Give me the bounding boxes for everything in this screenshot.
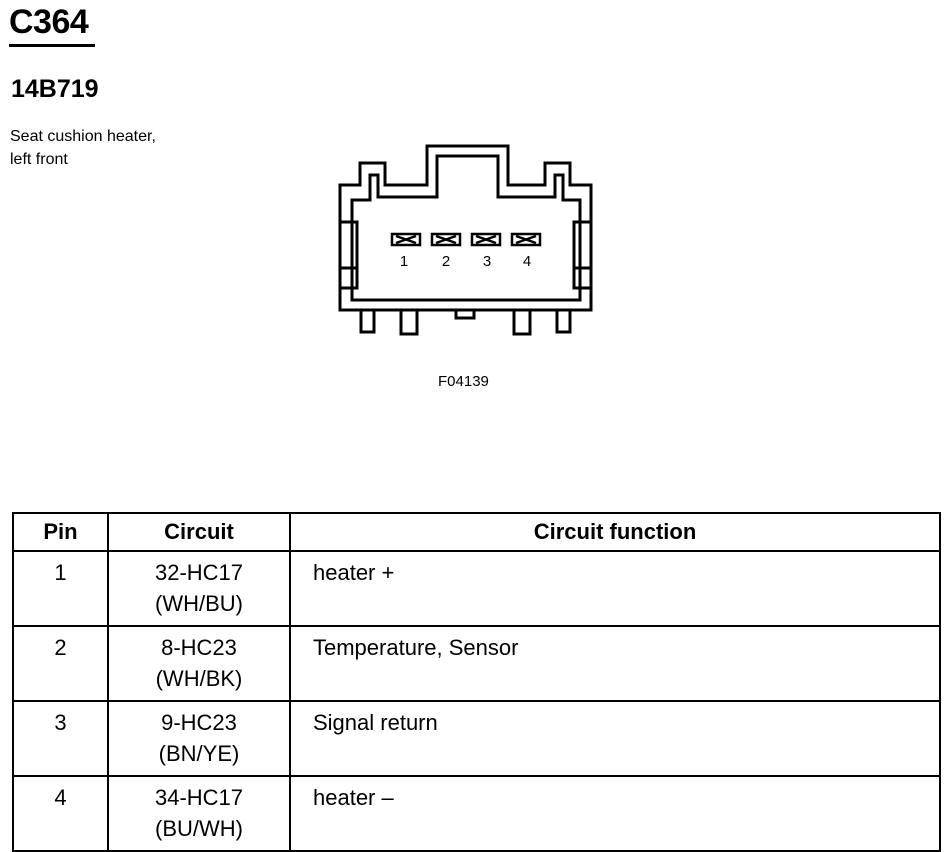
right-latch-lower [572,266,593,290]
bottom-key [454,308,476,320]
circuit-cell: 8-HC23 (WH/BK) [107,625,291,702]
left-latch [338,220,359,270]
table-header-row: Pin Circuit Circuit function [12,512,941,552]
circuit-code: 32-HC17 [154,560,244,585]
header-circuit-function: Circuit function [289,512,941,552]
table-row: 3 9-HC23 (BN/YE) Signal return [12,700,941,777]
circuit-cell: 34-HC17 (BU/WH) [107,775,291,852]
pin-cavity-3 [470,232,502,247]
circuit-code: 9-HC23 [161,710,237,735]
bottom-tab-4 [555,308,572,334]
bottom-tab-3 [512,308,532,336]
circuit-cell: 32-HC17 (WH/BU) [107,550,291,627]
housing-outer-outline [338,144,593,312]
wire-color: (WH/BU) [155,591,243,616]
pin-cell: 3 [12,700,109,777]
circuit-code: 34-HC17 [154,785,244,810]
connector-id: C364 [9,3,89,41]
pin-cell: 2 [12,625,109,702]
pin-label-1: 1 [400,253,408,270]
pin-label-2: 2 [442,253,450,270]
circuit-cell: 9-HC23 (BN/YE) [107,700,291,777]
housing-inner-outline [350,154,582,302]
left-latch-lower [338,266,359,290]
connector-id-underline [9,44,95,47]
bottom-tab-1 [359,308,376,334]
pin-cavity-1 [390,232,422,247]
pin-cavity-4 [510,232,542,247]
description-line-1: Seat cushion heater, [10,128,156,145]
part-number: 14B719 [11,75,99,103]
wire-color: (BN/YE) [158,741,240,766]
wire-color: (WH/BK) [155,666,243,691]
function-cell: heater – [289,775,941,852]
description-line-2: left front [10,151,68,168]
table-row: 2 8-HC23 (WH/BK) Temperature, Sensor [12,625,941,702]
function-cell: heater + [289,550,941,627]
pinout-table: Pin Circuit Circuit function 1 32-HC17 (… [12,512,941,852]
right-latch [572,220,593,270]
circuit-code: 8-HC23 [161,635,237,660]
pin-label-3: 3 [483,253,491,270]
wire-color: (BU/WH) [155,816,243,841]
table-row: 4 34-HC17 (BU/WH) heater – [12,775,941,852]
function-cell: Temperature, Sensor [289,625,941,702]
pin-cell: 1 [12,550,109,627]
table-row: 1 32-HC17 (WH/BU) heater + [12,550,941,627]
bottom-tab-2 [399,308,419,336]
pin-cavity-2 [430,232,462,247]
header-circuit: Circuit [107,512,291,552]
header-pin: Pin [12,512,109,552]
pin-cell: 4 [12,775,109,852]
pin-label-4: 4 [523,253,531,270]
figure-id: F04139 [438,373,489,390]
connector-face-diagram: 1 2 3 4 [338,144,593,336]
function-cell: Signal return [289,700,941,777]
